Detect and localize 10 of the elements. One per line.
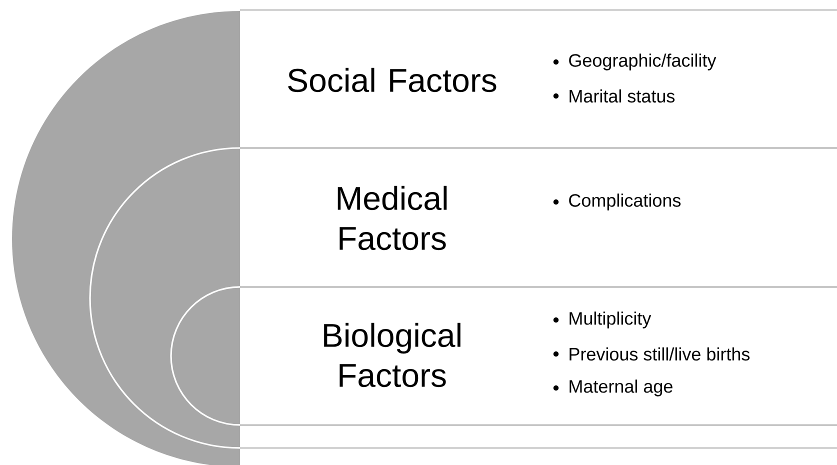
bullet-item: Complications bbox=[569, 194, 681, 210]
band-title: Social Factors bbox=[288, 68, 496, 92]
band-title: Biological Factors bbox=[324, 322, 460, 388]
empty-band bbox=[240, 424, 837, 448]
bullet-item: Multiplicity bbox=[570, 312, 652, 328]
bullet-item: Previous still/live births bbox=[570, 347, 750, 361]
bullet-item: Marital status bbox=[570, 89, 675, 103]
bullet-item: Maternal age bbox=[570, 380, 672, 396]
band-title: Medical Factors bbox=[338, 186, 447, 250]
bullet-item: Geographic/facility bbox=[569, 54, 716, 70]
